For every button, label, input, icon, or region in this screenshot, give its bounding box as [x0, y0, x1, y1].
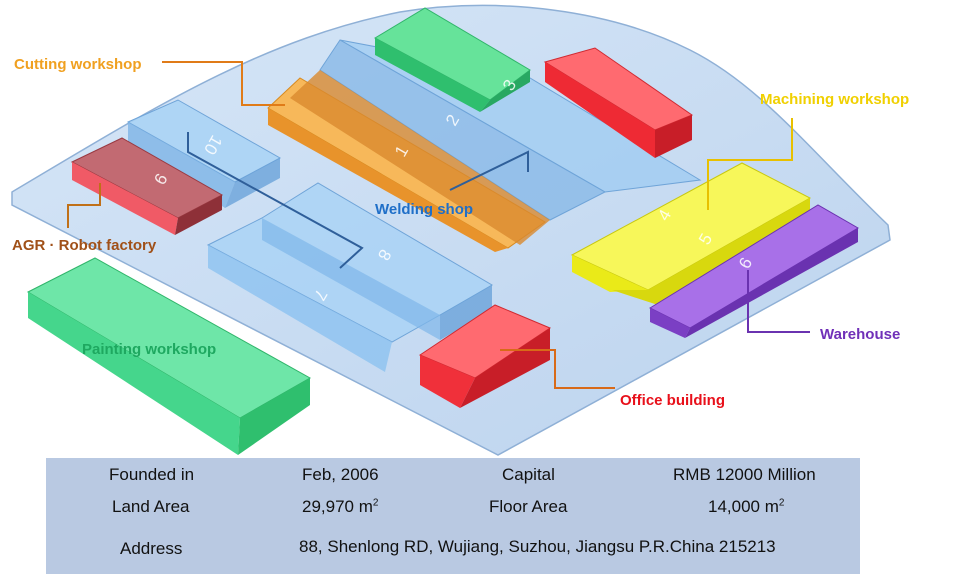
floor-area-unit-sup: 2 — [778, 497, 785, 509]
address-value: 88, Shenlong RD, Wujiang, Suzhou, Jiangs… — [299, 537, 776, 556]
building-6-warehouse[interactable] — [648, 204, 859, 338]
label-painting-workshop: Painting workshop — [82, 341, 216, 358]
building-painting[interactable] — [26, 257, 312, 455]
label-welding-shop: Welding shop — [375, 201, 473, 218]
land-area-value: 29,970 m2 — [302, 497, 379, 516]
capital-value: RMB 12000 Million — [673, 465, 816, 484]
floor-area-value: 14,000 m2 — [708, 497, 785, 516]
floor-area-label: Floor Area — [489, 497, 568, 516]
label-cutting-workshop: Cutting workshop — [14, 56, 142, 73]
leader-agr — [67, 183, 101, 228]
label-office-building: Office building — [620, 392, 725, 409]
building-1-cutting[interactable] — [267, 70, 550, 252]
land-area-label: Land Area — [112, 497, 190, 516]
welding-connector-lines — [187, 132, 529, 269]
building-green-top — [373, 7, 531, 112]
label-agr-robot-factory: AGR · Robot factory — [12, 237, 157, 254]
building-7-8 — [206, 182, 493, 372]
building-office[interactable] — [418, 304, 552, 408]
land-area-unit-sup: 2 — [372, 497, 379, 509]
building-9-agr[interactable] — [70, 137, 224, 235]
factory-site-plan: 1 2 3 4 5 6 7 8 9 10 Cutting workshop Ma… — [11, 4, 909, 456]
building-red-top — [543, 47, 694, 158]
building-10 — [126, 99, 282, 208]
leader-cutting — [162, 61, 285, 106]
address-label: Address — [120, 539, 183, 558]
capital-label: Capital — [502, 465, 555, 484]
leader-warehouse — [747, 270, 810, 333]
leader-machining — [707, 118, 793, 210]
label-warehouse: Warehouse — [820, 326, 900, 343]
label-machining-workshop: Machining workshop — [760, 91, 909, 108]
founded-label: Founded in — [109, 465, 195, 484]
leader-office — [500, 349, 615, 389]
company-info-panel: Founded in Feb, 2006 Capital RMB 12000 M… — [46, 458, 860, 574]
founded-value: Feb, 2006 — [302, 465, 379, 484]
building-4-5-machining[interactable] — [570, 162, 812, 305]
